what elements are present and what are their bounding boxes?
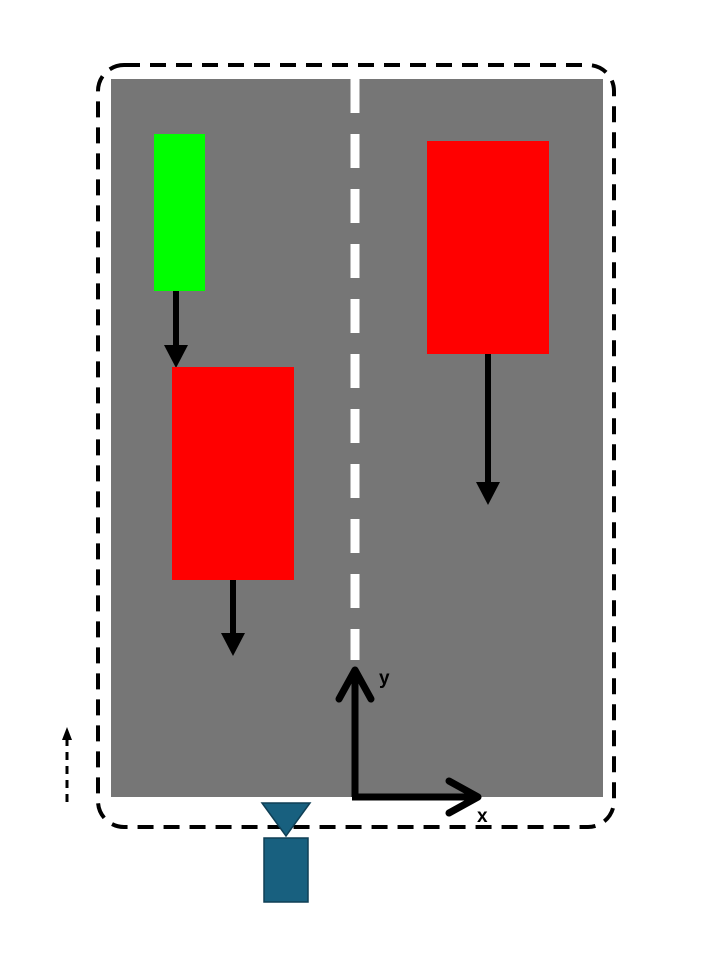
scene-boundary xyxy=(96,63,616,829)
y-axis-arrowhead xyxy=(335,666,375,703)
x-axis-label: x xyxy=(477,806,488,827)
y-axis-label: y xyxy=(379,668,390,689)
other-vehicle-right-lane xyxy=(427,141,549,354)
other-vehicle-left-lane xyxy=(172,367,294,580)
small-up-arrow xyxy=(62,727,72,802)
left-vehicle-motion-arrow xyxy=(221,580,245,656)
coordinate-axes: y x xyxy=(335,666,488,827)
x-axis-arrowhead xyxy=(445,777,482,817)
camera-icon xyxy=(260,802,312,903)
ego-vehicle xyxy=(154,134,205,291)
right-vehicle-motion-arrow xyxy=(476,354,500,505)
ego-motion-arrow xyxy=(164,291,188,368)
